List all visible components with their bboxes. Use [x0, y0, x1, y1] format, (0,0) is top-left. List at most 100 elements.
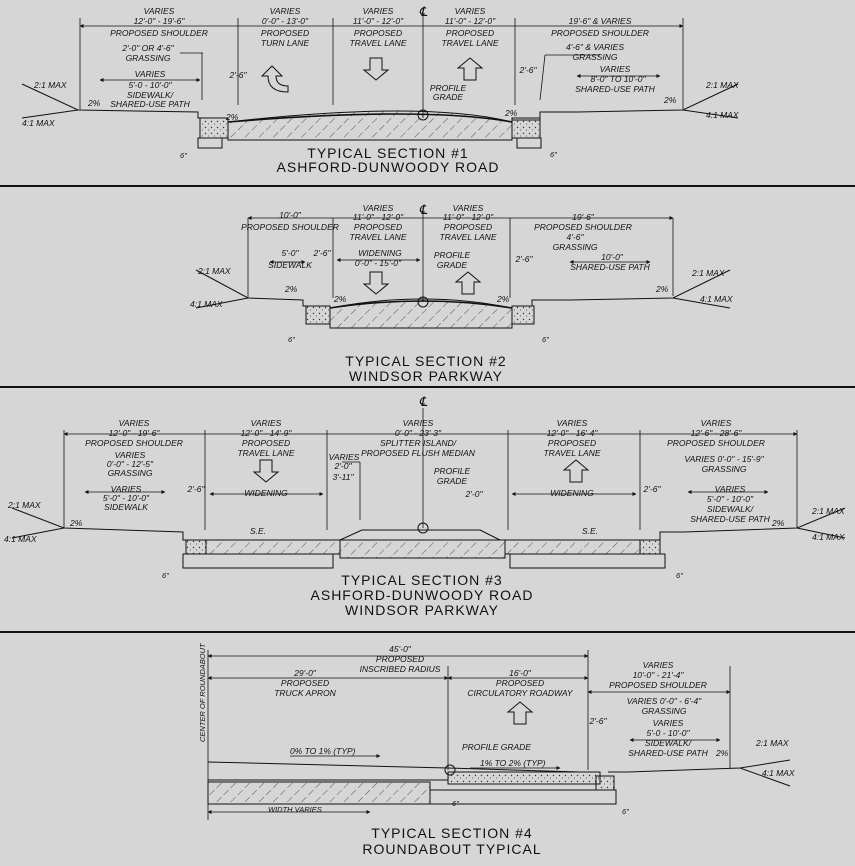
label: PROPOSED — [281, 678, 329, 688]
label: 10'-0" — [279, 210, 302, 220]
label: 19'-6" & VARIES — [569, 16, 632, 26]
label: 2:1 MAX — [755, 738, 789, 748]
label: 6" — [288, 335, 295, 344]
label: 2'-6" — [515, 254, 534, 264]
label: 0'-0" - 15'-0" — [355, 258, 402, 268]
label: VARIES 0'-0" - 6'-4" — [627, 696, 702, 706]
label: 2'-6" — [589, 716, 608, 726]
label: 4:1 MAX — [4, 534, 37, 544]
label: 0'-0" - 23'-3" — [395, 428, 442, 438]
label: VARIES — [251, 418, 282, 428]
label: 2% — [87, 98, 101, 108]
label: VARIES — [715, 484, 746, 494]
label: PROPOSED — [446, 28, 494, 38]
label: 29'-0" — [293, 668, 317, 678]
label: 6" — [676, 571, 683, 580]
label: 11'-0" - 12'-0" — [443, 212, 494, 222]
label: 11'-0" - 12'-0" — [445, 16, 496, 26]
label: 2% — [663, 95, 677, 105]
label: 2:1 MAX — [197, 266, 231, 276]
label: 2'-6" — [519, 65, 538, 75]
turn-lane-arrow — [260, 65, 289, 93]
label: 2'-6" — [187, 484, 206, 494]
label: 3'-11" — [332, 472, 354, 482]
label: 5'-0" — [282, 248, 300, 258]
circulatory-arrow-up — [506, 701, 534, 725]
label: 12'-0" - 19'-6" — [134, 16, 186, 26]
label: 5'-0 - 10'-0" — [646, 728, 690, 738]
label: GRASSING — [126, 53, 171, 63]
label: 12'-0" - 14'-9" — [241, 428, 293, 438]
label: TRAVEL LANE — [237, 448, 294, 458]
label: GRASSING — [702, 464, 747, 474]
label: SHARED-USE PATH — [690, 514, 770, 524]
label: 5'-0" - 10'-0" — [707, 494, 754, 504]
curb-left — [199, 117, 229, 139]
label: 4:1 MAX — [706, 110, 739, 120]
label: SPLITTER ISLAND/ — [380, 438, 458, 448]
label: SIDEWALK — [268, 260, 312, 270]
label: VARIES — [363, 6, 394, 16]
label: GRADE — [437, 476, 468, 486]
label: 4:1 MAX — [812, 532, 845, 542]
profile-grade-point-1 — [417, 109, 429, 121]
label: 2:1 MAX — [811, 506, 845, 516]
label: 2% — [225, 112, 239, 122]
label: 2% — [771, 518, 785, 528]
label: WIDENING — [550, 488, 594, 498]
label: 10'-0" — [601, 252, 624, 262]
label: 6" — [162, 571, 169, 580]
label: 2% — [333, 294, 347, 304]
label: PROPOSED SHOULDER — [110, 28, 208, 38]
travel-lane-arrow-up — [454, 271, 482, 295]
label: SIDEWALK/ — [127, 90, 175, 100]
label: PROPOSED — [444, 222, 492, 232]
curb-right — [511, 117, 541, 139]
label: 12'-0" - 19'-6" — [109, 428, 161, 438]
label: 4:1 MAX — [762, 768, 795, 778]
label: SHARED-USE PATH — [575, 84, 655, 94]
label: PROFILE — [430, 83, 467, 93]
section-1-title: TYPICAL SECTION #1 — [307, 145, 468, 161]
section-4: CENTER OF ROUNDABOUT 45'-0" PROPOSED INS… — [198, 642, 795, 857]
label: 2:1 MAX — [705, 80, 739, 90]
label: 8'-0" TO 10'-0" — [591, 74, 647, 84]
label: 2'-6" — [229, 70, 248, 80]
label: 2:1 MAX — [7, 500, 41, 510]
label: 11'-0" - 12'-0" — [353, 212, 404, 222]
section-4-subtitle: ROUNDABOUT TYPICAL — [362, 841, 541, 857]
label: GRASSING — [642, 706, 687, 716]
label: VARIES — [643, 660, 674, 670]
center-of-roundabout-label: CENTER OF ROUNDABOUT — [198, 642, 207, 742]
label: PROPOSED — [376, 654, 424, 664]
section-2-road-name: WINDSOR PARKWAY — [349, 368, 503, 384]
section-3-road-name-1: ASHFORD-DUNWOODY ROAD — [311, 587, 534, 603]
travel-lane-arrow-down — [252, 459, 280, 483]
label: TRAVEL LANE — [349, 232, 406, 242]
label: PROFILE — [434, 466, 471, 476]
centerline-symbol: ℄ — [419, 202, 428, 217]
travel-lane-arrow-down — [362, 57, 390, 81]
label: VARIES — [403, 418, 434, 428]
section-4-title: TYPICAL SECTION #4 — [371, 825, 532, 841]
label: PROPOSED SHOULDER — [667, 438, 765, 448]
label: PROPOSED — [354, 28, 402, 38]
label: 0% TO 1% (TYP) — [290, 746, 356, 756]
label: PROPOSED SHOULDER — [551, 28, 649, 38]
label: 2:1 MAX — [33, 80, 67, 90]
label: 0'-0" - 12'-5" — [107, 459, 154, 469]
section-2-title: TYPICAL SECTION #2 — [345, 353, 506, 369]
label: 2% — [504, 108, 518, 118]
label: 2'-6" — [313, 248, 332, 258]
label: S.E. — [250, 526, 266, 536]
label: 16'-0" — [509, 668, 532, 678]
label: PROPOSED — [496, 678, 544, 688]
section-3-title: TYPICAL SECTION #3 — [341, 572, 502, 588]
label: 10'-0" - 21'-4" — [633, 670, 685, 680]
label: 4:1 MAX — [700, 294, 733, 304]
label: 4:1 MAX — [22, 118, 55, 128]
travel-lane-arrow-up — [456, 57, 484, 81]
label: VARIES — [329, 452, 360, 462]
label: CIRCULATORY ROADWAY — [467, 688, 573, 698]
